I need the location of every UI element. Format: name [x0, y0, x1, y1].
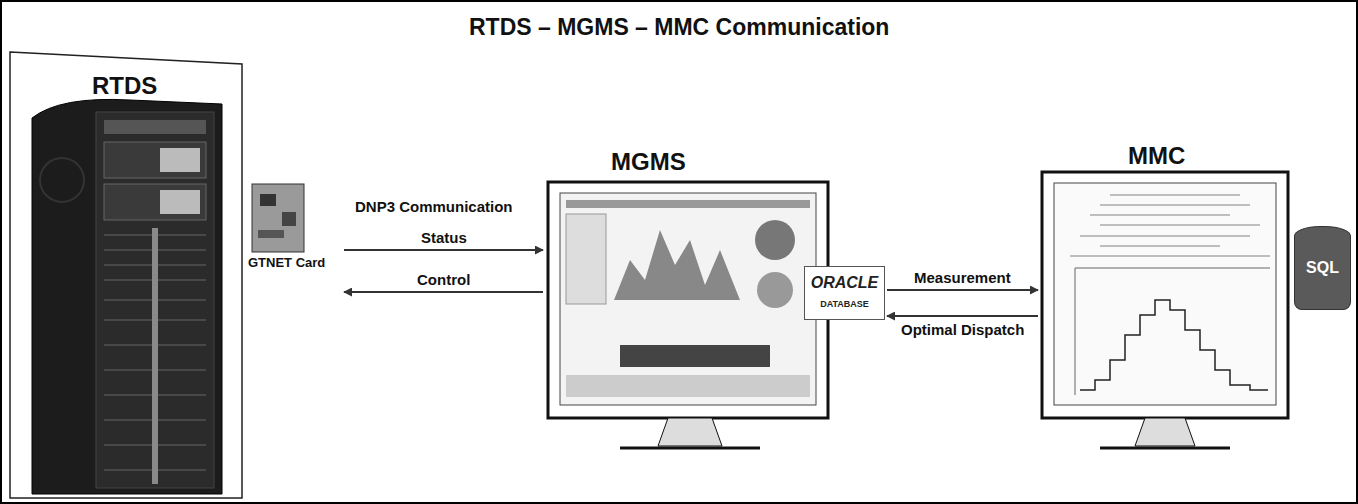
monitor-screen — [560, 193, 816, 405]
screen-pie — [757, 272, 793, 308]
monitor-stand — [1135, 418, 1195, 446]
monitor-stand — [658, 418, 722, 446]
component-node: MMC — [1040, 138, 1290, 438]
rack-unit — [104, 184, 206, 220]
node-heading: ORACLE — [805, 274, 884, 292]
monitor-screen — [1054, 183, 1276, 405]
data-flow-arrow — [344, 291, 543, 293]
rack-unit — [104, 142, 206, 178]
screen-bar — [566, 200, 810, 208]
screen-pie — [755, 220, 795, 260]
chart-steps — [1080, 300, 1268, 390]
data-flow-arrow — [344, 249, 543, 251]
node-heading: GTNET Card — [248, 256, 325, 271]
chip — [260, 194, 276, 206]
data-flow-arrow — [887, 315, 1038, 317]
screen-panel — [566, 214, 606, 304]
rtds-cabinet — [32, 99, 222, 494]
rack-display — [160, 148, 200, 172]
rack-display — [160, 190, 200, 214]
component-node: GTNET Card — [246, 180, 342, 278]
diagram-title: RTDS – MGMS – MMC Communication — [469, 14, 889, 41]
component-node: SQL — [1294, 226, 1351, 310]
protocol-label: DNP3 Communication — [352, 198, 516, 216]
data-flow-arrow — [887, 289, 1038, 291]
component-node: ORACLE DATABASE — [804, 266, 885, 320]
node-heading: MGMS — [611, 148, 686, 176]
chip — [258, 230, 284, 238]
monitor-frame — [1042, 172, 1288, 418]
screen-bar — [620, 345, 770, 367]
node-heading: SQL — [1295, 259, 1350, 277]
screen-formulas — [1070, 195, 1270, 256]
cabinet-logo — [40, 158, 84, 202]
chip — [282, 212, 296, 226]
edge-label: Status — [418, 229, 470, 247]
rack-top — [104, 120, 206, 134]
edge-label: Control — [414, 271, 473, 289]
chart-axes — [1075, 268, 1270, 395]
component-node: RTDS — [10, 58, 242, 498]
rack-stripe — [152, 228, 158, 484]
node-subtext: DATABASE — [805, 299, 884, 309]
monitor-base — [1100, 447, 1230, 450]
node-heading: MMC — [1128, 142, 1185, 170]
screen-bar — [566, 375, 810, 397]
node-heading: RTDS — [92, 72, 157, 100]
gtnet-card — [252, 184, 304, 252]
screen-chart — [614, 230, 740, 300]
monitor-base — [620, 447, 760, 450]
component-node: MGMS — [545, 146, 835, 452]
edge-label: Optimal Dispatch — [898, 321, 1027, 339]
rtds-panel — [10, 52, 242, 498]
monitor-frame — [548, 182, 828, 418]
edge-label: Measurement — [911, 269, 1014, 287]
rack — [96, 112, 214, 488]
